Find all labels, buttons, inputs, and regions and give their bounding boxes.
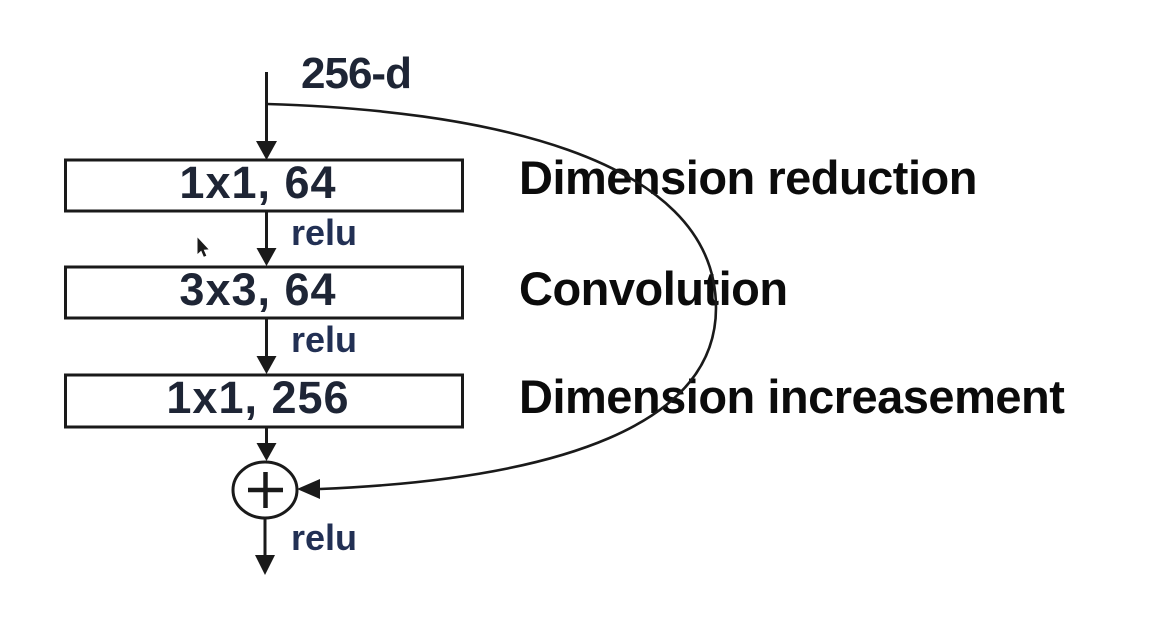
input-dim-label: 256-d: [301, 49, 411, 98]
annotation-dimension-increasement: Dimension increasement: [519, 370, 1065, 423]
arrowhead-1-2-icon: [256, 248, 277, 266]
mouse-cursor-icon: [197, 237, 209, 257]
conv-box-3-label: 1x1, 256: [166, 372, 349, 423]
conv-box-2-label: 3x3, 64: [179, 264, 336, 315]
relu-label-1: relu: [291, 212, 357, 253]
skip-connection-curve: [266, 102, 718, 491]
output-arrowhead-icon: [255, 555, 275, 575]
conv-box-3x3-64: [64, 265, 464, 320]
conv-box-1x1-64: [64, 158, 464, 213]
conv-box-1x1-256: [64, 373, 464, 429]
conv-box-1-label: 1x1, 64: [179, 157, 336, 208]
annotation-dimension-reduction: Dimension reduction: [519, 151, 977, 204]
sum-node-plus-icon: [231, 460, 299, 520]
relu-label-2: relu: [291, 319, 357, 360]
input-arrowhead-icon: [256, 141, 277, 160]
arrowhead-2-3-icon: [256, 356, 277, 374]
arrowhead-3-sum-icon: [256, 443, 277, 461]
relu-label-3: relu: [291, 517, 357, 558]
skip-connection-arrowhead-icon: [297, 479, 320, 499]
annotation-convolution: Convolution: [519, 262, 788, 315]
